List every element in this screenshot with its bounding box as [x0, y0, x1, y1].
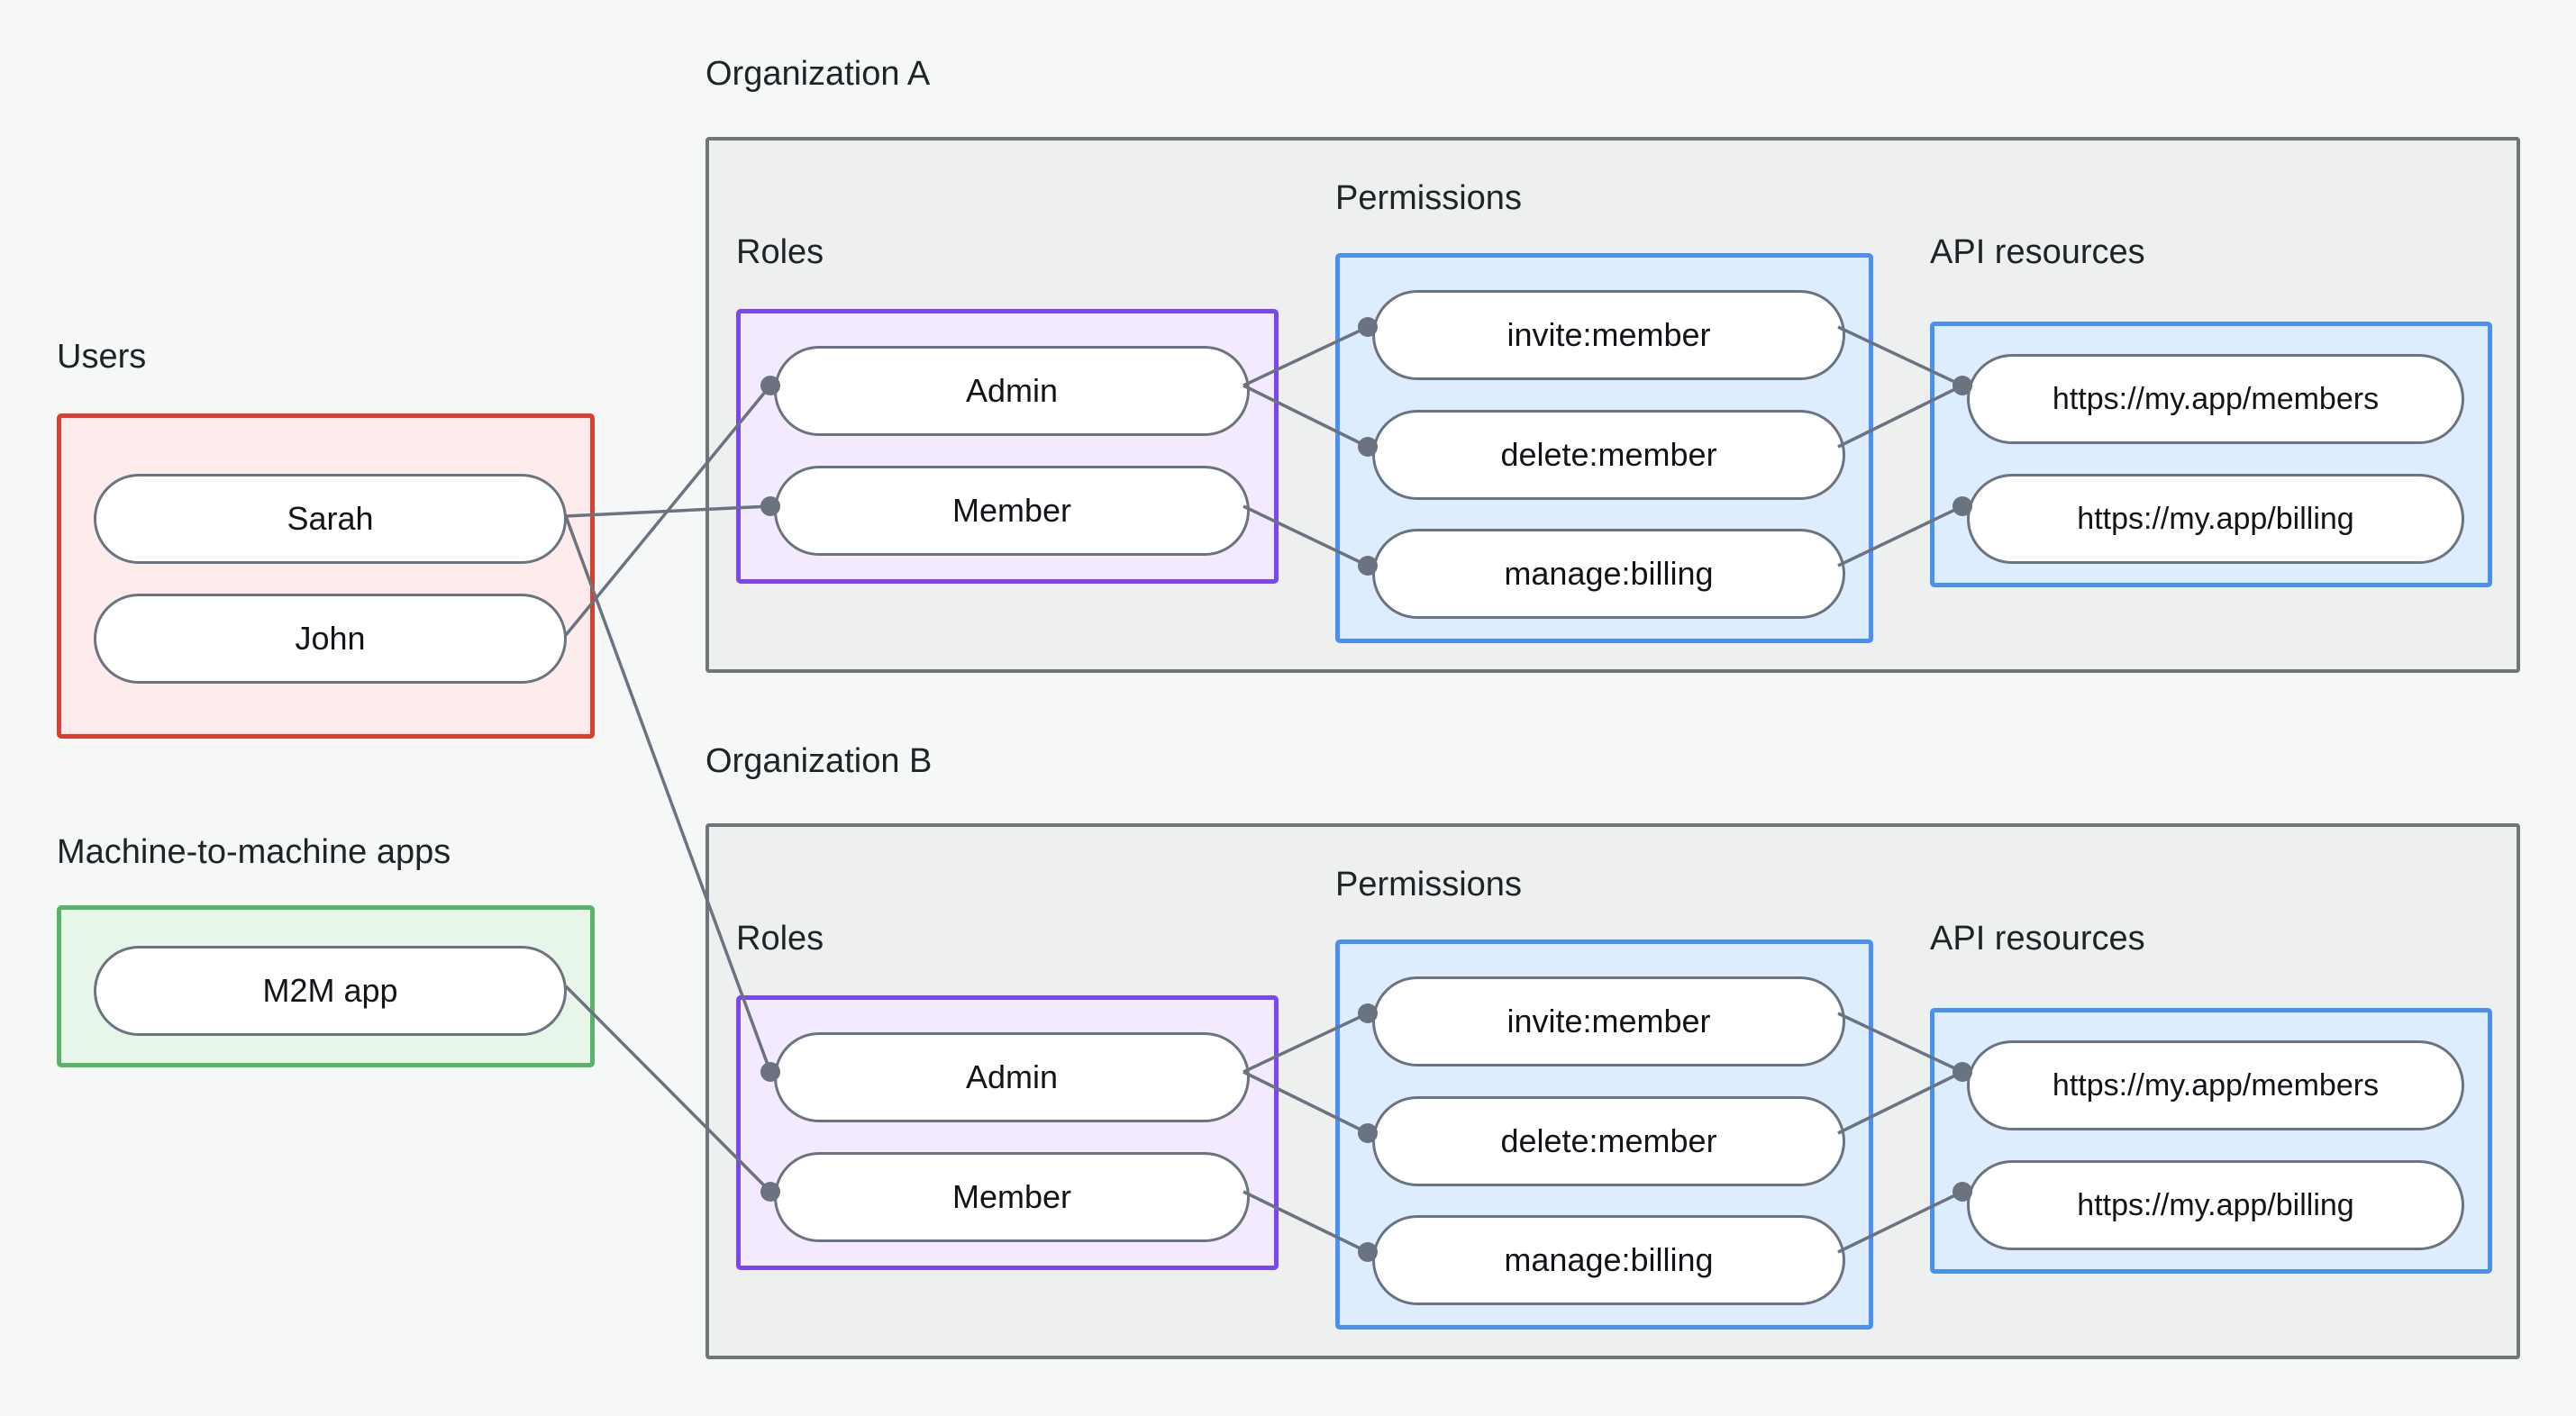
- org-a-role-member[interactable]: Member: [774, 466, 1250, 556]
- org-b-permission-invite-member[interactable]: invite:member: [1372, 976, 1845, 1067]
- org-a-api-resources-label: API resources: [1930, 233, 2145, 271]
- org-a-permission-invite-member[interactable]: invite:member: [1372, 290, 1845, 380]
- org-b-api-resource-members[interactable]: https://my.app/members: [1967, 1040, 2464, 1130]
- users-container: Sarah John: [57, 413, 595, 739]
- user-node-john[interactable]: John: [94, 594, 567, 684]
- org-a-container: Roles Admin Member Permissions invite:me…: [705, 137, 2520, 673]
- org-a-permissions-container: invite:member delete:member manage:billi…: [1335, 253, 1873, 643]
- m2m-node-app[interactable]: M2M app: [94, 946, 567, 1036]
- m2m-container: M2M app: [57, 905, 595, 1067]
- org-b-api-resources-container: https://my.app/members https://my.app/bi…: [1930, 1008, 2492, 1274]
- org-a-api-resource-billing[interactable]: https://my.app/billing: [1967, 474, 2464, 564]
- org-b-container: Roles Admin Member Permissions invite:me…: [705, 823, 2520, 1359]
- org-a-roles-container: Admin Member: [736, 309, 1279, 584]
- user-node-sarah[interactable]: Sarah: [94, 474, 567, 564]
- m2m-group-label: Machine-to-machine apps: [57, 833, 451, 871]
- org-b-permissions-label: Permissions: [1335, 866, 1522, 903]
- org-a-api-resource-members[interactable]: https://my.app/members: [1967, 354, 2464, 444]
- org-a-api-resources-container: https://my.app/members https://my.app/bi…: [1930, 322, 2492, 587]
- org-b-permission-delete-member[interactable]: delete:member: [1372, 1096, 1845, 1186]
- org-b-permission-manage-billing[interactable]: manage:billing: [1372, 1215, 1845, 1305]
- org-b-label: Organization B: [705, 742, 933, 780]
- org-a-role-admin[interactable]: Admin: [774, 346, 1250, 436]
- org-b-permissions-container: invite:member delete:member manage:billi…: [1335, 939, 1873, 1330]
- org-a-roles-label: Roles: [736, 233, 824, 271]
- org-a-label: Organization A: [705, 55, 931, 93]
- org-b-role-member[interactable]: Member: [774, 1152, 1250, 1242]
- org-a-permission-delete-member[interactable]: delete:member: [1372, 410, 1845, 500]
- org-b-api-resource-billing[interactable]: https://my.app/billing: [1967, 1160, 2464, 1250]
- users-group-label: Users: [57, 338, 147, 376]
- org-b-roles-container: Admin Member: [736, 995, 1279, 1270]
- org-a-permission-manage-billing[interactable]: manage:billing: [1372, 529, 1845, 619]
- org-b-role-admin[interactable]: Admin: [774, 1032, 1250, 1122]
- org-b-api-resources-label: API resources: [1930, 920, 2145, 958]
- org-a-permissions-label: Permissions: [1335, 179, 1522, 217]
- org-b-roles-label: Roles: [736, 920, 824, 958]
